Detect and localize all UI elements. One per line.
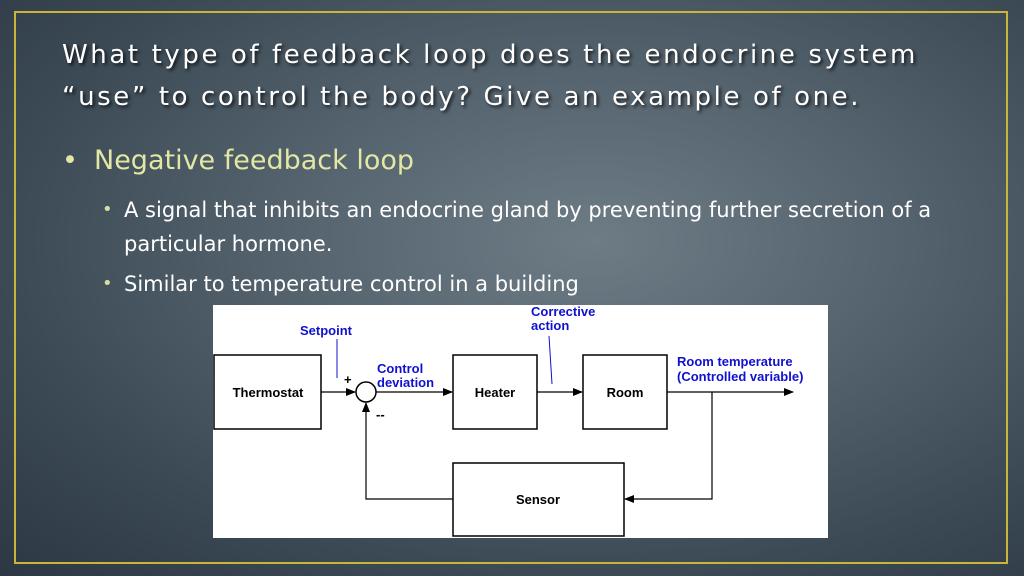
bullet-dot-icon: • [102,273,113,294]
bullet-text-negative-feedback: Negative feedback loop [94,145,415,176]
feedback-loop-diagram: Thermostat Heater Room Sensor + -- Setpo… [213,305,828,538]
bullet-text-definition: A signal that inhibits an endocrine glan… [124,198,932,256]
bullet-text-analogy: Similar to temperature control in a buil… [124,272,579,296]
arrow-feedback-sensor [624,392,713,503]
plus-sign: + [344,372,352,387]
roomtemp-label-1: Room temperature [677,354,793,369]
control-label-2: deviation [377,375,434,390]
bullet-dot-icon: • [102,199,113,220]
bullet-list: • Negative feedback loop • A signal that… [62,143,982,301]
bullet-dot-icon: • [62,145,78,176]
corrective-label-2: action [531,318,569,333]
heater-block [452,354,538,430]
bullet-level2: • Similar to temperature control in a bu… [62,267,982,301]
slide-border [14,11,1008,564]
title-line-1: What type of feedback loop does the endo… [62,40,918,70]
slide-title: What type of feedback loop does the endo… [62,34,962,118]
heater-label: Heater [475,385,515,400]
bullet-level2: • A signal that inhibits an endocrine gl… [62,193,982,261]
thermostat-label: Thermostat [233,385,304,400]
room-label: Room [607,385,644,400]
minus-sign: -- [376,407,385,422]
title-line-2: “use” to control the body? Give an examp… [62,82,862,112]
corrective-label-1: Corrective [531,305,595,319]
roomtemp-label-2: (Controlled variable) [677,369,803,384]
setpoint-label: Setpoint [300,323,353,338]
sensor-label: Sensor [516,492,560,507]
corrective-pointer [548,335,553,385]
diagram-svg: Thermostat Heater Room Sensor + -- Setpo… [213,305,803,537]
arrow-sensor-junction [362,402,453,500]
thermostat-block [213,354,322,430]
control-label-1: Control [377,361,423,376]
bullet-level1: • Negative feedback loop [62,143,982,179]
summing-junction [355,381,377,403]
